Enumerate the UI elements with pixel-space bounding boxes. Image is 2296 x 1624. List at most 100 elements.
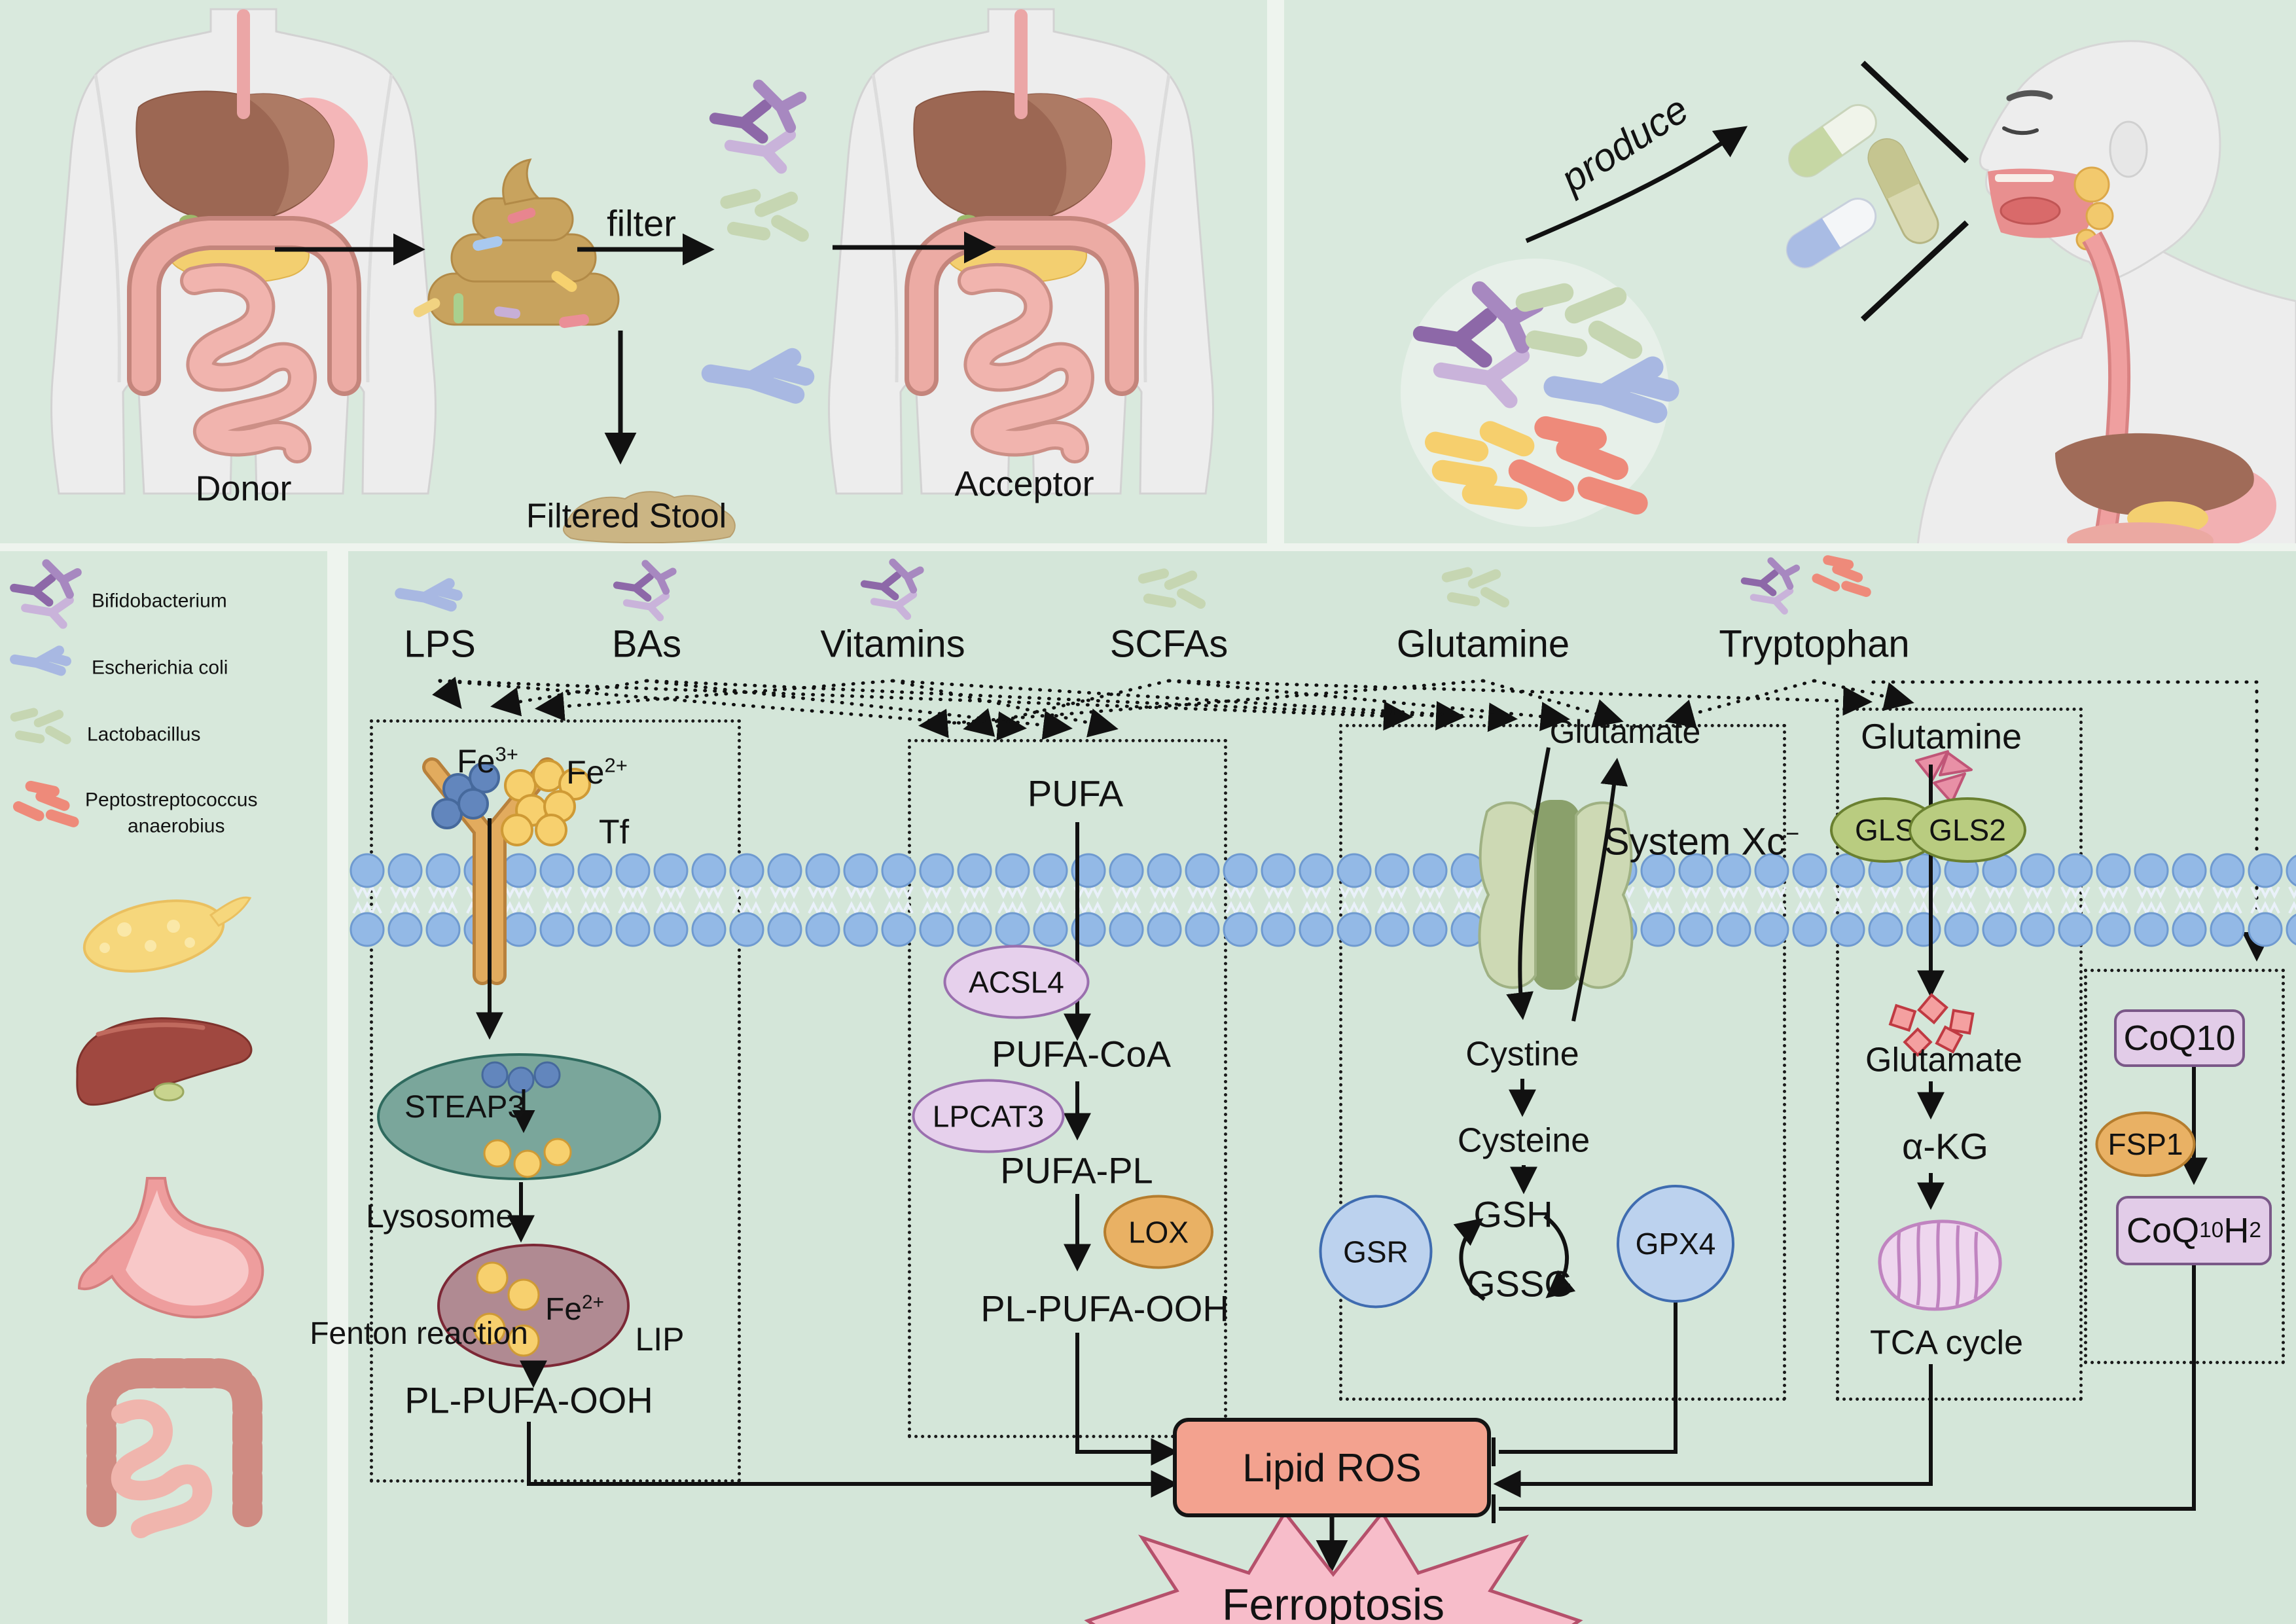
lipid-ros-box: Lipid ROS — [1173, 1418, 1491, 1517]
pancreas-icon — [82, 896, 252, 973]
pufa-coa-label: PUFA-CoA — [992, 1033, 1171, 1075]
mouth-line-upper — [1860, 60, 1969, 164]
gssg-label: GSSG — [1467, 1263, 1573, 1305]
iron-arrows — [476, 818, 1179, 1498]
coq-arrows — [1492, 1067, 2208, 1523]
cysteine-label: Cysteine — [1457, 1121, 1590, 1160]
gln-glutamate-label: Glutamate — [1865, 1041, 2022, 1079]
bifidobacterium-icon — [14, 564, 77, 625]
ferroptosis-star — [1084, 1509, 1583, 1624]
tca-cycle-label: TCA cycle — [1869, 1324, 2024, 1362]
bifidobacterium-icon — [865, 562, 921, 617]
lip-fe2 — [473, 1261, 540, 1357]
capsule-blue — [1785, 198, 1877, 268]
gls2-enzyme: GLS2 — [1909, 797, 2026, 863]
lysosome-fe3 — [481, 1061, 561, 1094]
glutamine-pathway-box — [1836, 708, 2083, 1401]
lactobacillus-icon — [15, 712, 67, 740]
filtered-stool-icon — [562, 491, 736, 543]
acceptor-person — [1916, 40, 2296, 543]
produce-illustration — [1401, 40, 2296, 543]
fenton-reaction-label: Fenton reaction — [310, 1316, 528, 1351]
fe2-label: Fe2+ — [566, 753, 628, 791]
legend-peptostreptococcus-line2: anaerobius — [128, 815, 225, 837]
lip-label: LIP — [635, 1320, 685, 1358]
xc-glutamate-label: Glutamate — [1549, 713, 1701, 750]
escherichia-coli-icon — [401, 584, 457, 607]
coq10-box: CoQ10 — [2114, 1009, 2245, 1067]
iron-pl-pufa-ooh-label: PL-PUFA-OOH — [404, 1379, 653, 1421]
acsl4-enzyme: ACSL4 — [943, 945, 1090, 1019]
escherichia-coli-icon — [711, 357, 806, 395]
pufa-label: PUFA — [1027, 772, 1124, 814]
lactobacillus-icon — [726, 196, 802, 236]
legend-lactobacillus: Lactobacillus — [87, 723, 201, 746]
legend-bifidobacterium: Bifidobacterium — [92, 590, 227, 612]
stomach-icon — [77, 1177, 264, 1319]
legend-icons — [14, 564, 264, 1538]
legend-peptostreptococcus-line1: Peptostreptococcus — [85, 789, 258, 811]
mouth-line-lower — [1860, 220, 1969, 322]
stool-icon — [413, 158, 620, 329]
fmt-illustration — [52, 9, 1213, 543]
mitochondrion-icon — [1878, 1219, 2002, 1311]
ferroptosis-label: Ferroptosis — [1221, 1579, 1445, 1624]
produce-arrow — [1525, 126, 1748, 244]
lactobacillus-icon — [1143, 573, 1200, 604]
gls-enzyme: GLS — [1830, 797, 1940, 863]
capsule-green — [1788, 103, 1877, 178]
fe3-label: Fe3+ — [457, 742, 518, 780]
gln-glutamine-label: Glutamine — [1860, 717, 2022, 757]
lysosome-fe2 — [483, 1138, 572, 1178]
gsr-enzyme: GSR — [1319, 1195, 1433, 1308]
pufa-pathway-box — [908, 739, 1227, 1438]
lpcat3-enzyme: LPCAT3 — [912, 1079, 1065, 1153]
pufa-pl-label: PUFA-PL — [1000, 1149, 1153, 1191]
input-lps: LPS — [404, 623, 476, 666]
filtered-stool-label: Filtered Stool — [526, 497, 727, 535]
fe3-ions — [431, 762, 500, 829]
filter-label: filter — [607, 202, 676, 244]
bifidobacterium-icon — [1744, 561, 1797, 611]
bifidobacterium-icon — [617, 564, 673, 618]
pufa-pl-pufa-ooh-label: PL-PUFA-OOH — [980, 1288, 1229, 1329]
legend-escherichia-coli: Escherichia coli — [92, 657, 228, 679]
glutamine-arrows — [1493, 765, 1945, 1498]
lactobacillus-icon — [1446, 572, 1504, 602]
input-glutamine: Glutamine — [1396, 623, 1570, 666]
cell-membrane — [348, 853, 2296, 947]
cystine-label: Cystine — [1465, 1035, 1579, 1074]
input-bas: BAs — [611, 623, 682, 666]
intestine-icon — [86, 1358, 262, 1538]
capsule-olive — [1867, 138, 1939, 244]
lysosome-label: Lysosome — [365, 1197, 514, 1235]
system-xc-channel — [1478, 800, 1634, 990]
fsp1-enzyme: FSP1 — [2095, 1111, 2196, 1177]
peptostreptococcus-icon — [1817, 560, 1867, 592]
input-tryptophan: Tryptophan — [1719, 623, 1910, 666]
acceptor-label: Acceptor — [954, 464, 1094, 504]
fe2-ions — [501, 759, 591, 846]
gpx4-enzyme: GPX4 — [1617, 1185, 1734, 1303]
bifidobacterium-icon — [715, 85, 801, 168]
system-xc-label: System Xc− — [1604, 820, 1800, 863]
gsh-label: GSH — [1473, 1193, 1553, 1235]
input-vitamins: Vitamins — [820, 623, 965, 666]
donor-label: Donor — [195, 469, 292, 509]
steap3-label: STEAP3 — [404, 1089, 526, 1125]
glutamine-molecules — [1915, 750, 1973, 804]
coq-pathway-box — [2084, 969, 2285, 1364]
glutamate-molecules — [1888, 993, 1975, 1057]
escherichia-coli-icon — [15, 651, 67, 671]
liver-icon — [76, 1017, 253, 1106]
input-mesh-arrows — [432, 676, 2272, 962]
input-scfas: SCFAs — [1109, 623, 1229, 666]
tf-label: Tf — [598, 813, 630, 852]
xc-transport-arrows — [1453, 747, 1677, 1466]
alpha-kg-label: α-KG — [1902, 1125, 1988, 1167]
lox-enzyme: LOX — [1103, 1195, 1213, 1269]
peptostreptococcus-icon — [18, 786, 73, 822]
